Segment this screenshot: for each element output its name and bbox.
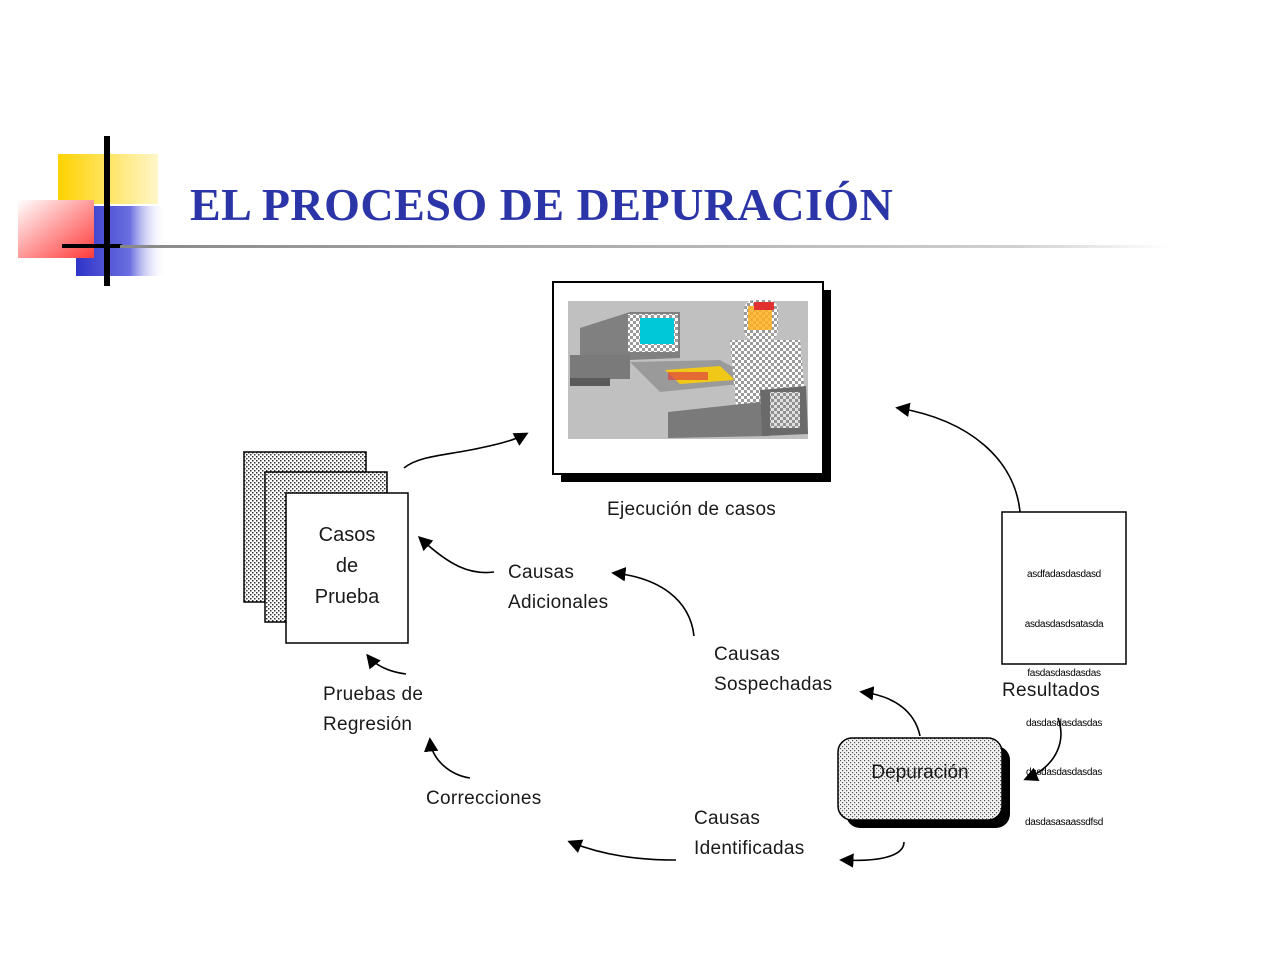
label-casos-de-prueba: Casos de Prueba [286, 520, 408, 613]
flow-arrows [366, 402, 1062, 868]
corner-logo [18, 136, 1170, 286]
label-depuracion: Depuración [871, 762, 969, 783]
casos-line-1: Casos [318, 524, 376, 546]
slide-title: EL PROCESO DE DEPURACIÓN [190, 179, 894, 230]
causas-identificadas-line-1: Causas [694, 808, 761, 829]
arrow-regresion-to-casos [366, 653, 407, 675]
results-line-2: asdasdasdsatasda [1024, 618, 1104, 630]
arrow-adicionales-to-casos [417, 536, 495, 574]
results-line-4: dasdasdasdasdas [1025, 717, 1103, 729]
label-causas-sospechadas: Causas Sospechadas [714, 640, 832, 700]
arrow-sospechadas-to-adicionales [611, 567, 695, 637]
causas-identificadas-line-2: Identificadas [694, 838, 805, 859]
debugging-box [837, 737, 1010, 828]
causas-sospechadas-line-2: Sospechadas [714, 674, 833, 695]
computer-user-illustration [552, 281, 831, 482]
label-pruebas-de-regresion: Pruebas de Regresión [323, 680, 423, 740]
casos-line-2: de [335, 555, 359, 577]
test-cases-stack [243, 451, 409, 644]
results-sheet-text: asdfadasdasdasd asdasdasdsatasda fasdasd… [1004, 534, 1124, 848]
results-sheet [1001, 511, 1127, 665]
results-line-6: dasdasasaassdfsd [1024, 816, 1104, 828]
causas-adicionales-line-1: Causas [508, 562, 575, 583]
label-causas-identificadas: Causas Identificadas [694, 804, 805, 864]
arrow-resultados-to-depuracion [1023, 717, 1062, 781]
arrow-correcciones-to-regresion [423, 737, 471, 779]
label-causas-adicionales: Causas Adicionales [508, 558, 608, 618]
arrow-depuracion-to-identificadas [839, 841, 905, 868]
label-correcciones: Correcciones [426, 788, 542, 809]
arrow-identificadas-to-correcciones [567, 839, 677, 861]
arrow-depuracion-to-sospechadas [859, 686, 921, 737]
label-resultados: Resultados [1002, 680, 1101, 701]
pruebas-regresion-line-2: Regresión [323, 714, 413, 735]
causas-sospechadas-line-1: Causas [714, 644, 781, 665]
label-ejecucion-de-casos: Ejecución de casos [607, 499, 777, 520]
results-line-3: fasdasdasdasdas [1027, 668, 1101, 679]
results-line-5: dasdasdasdasdas [1025, 767, 1103, 778]
pruebas-regresion-line-1: Pruebas de [323, 684, 424, 705]
causas-adicionales-line-2: Adicionales [508, 592, 609, 613]
results-line-1: asdfadasdasdasd [1027, 569, 1101, 580]
arrow-casos-to-ejecucion [403, 432, 529, 469]
arrow-resultados-to-ejecucion [895, 402, 1021, 513]
casos-line-3: Prueba [314, 586, 380, 608]
